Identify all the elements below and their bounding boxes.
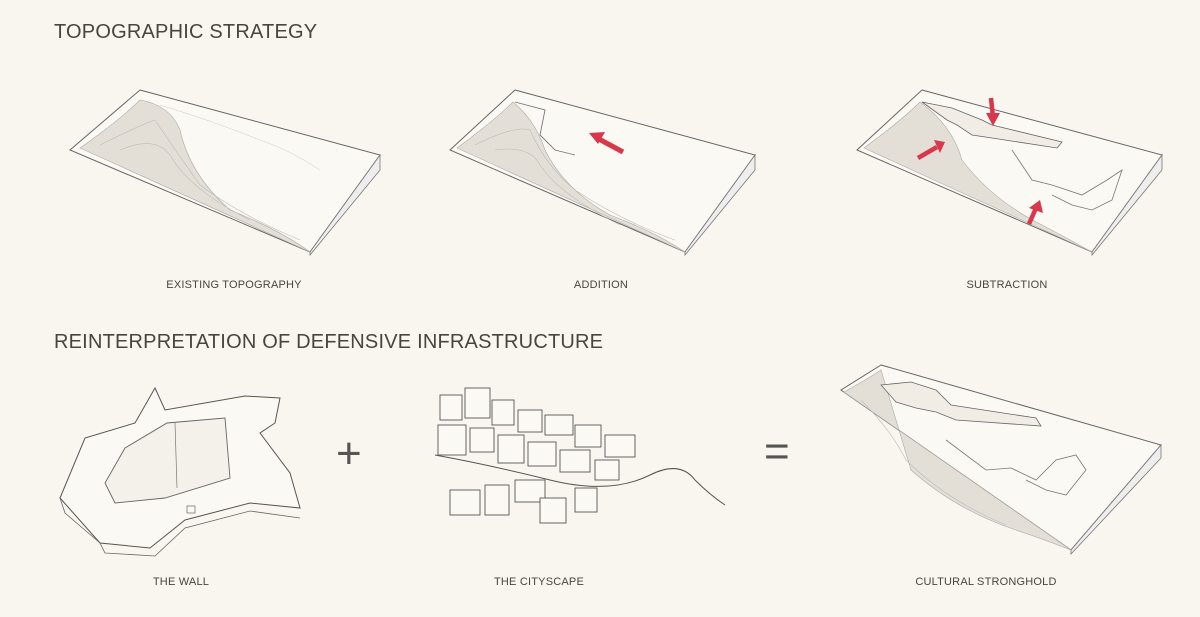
caption-the-cityscape: THE CITYSCAPE	[493, 576, 584, 588]
section-title-topographic-strategy: TOPOGRAPHIC STRATEGY	[54, 21, 318, 43]
plus-operator: +	[336, 429, 362, 478]
caption-existing-topography: EXISTING TOPOGRAPHY	[166, 279, 302, 291]
caption-cultural-stronghold: CULTURAL STRONGHOLD	[915, 576, 1057, 588]
caption-addition: ADDITION	[573, 279, 629, 291]
caption-the-wall: THE WALL	[152, 576, 210, 588]
cultural-stronghold-diagram	[840, 364, 1162, 556]
section-title-defensive-infrastructure: REINTERPRETATION OF DEFENSIVE INFRASTRUC…	[54, 331, 604, 353]
subtraction-arrow-bottom	[1026, 207, 1039, 225]
the-wall-diagram	[59, 386, 301, 557]
existing-topography-diagram	[69, 89, 381, 257]
caption-subtraction: SUBTRACTION	[966, 279, 1048, 291]
subtraction-arrow-left	[916, 145, 939, 160]
subtraction-diagram	[856, 89, 1163, 257]
addition-arrow	[595, 135, 625, 155]
the-cityscape-diagram	[434, 387, 726, 524]
addition-diagram	[449, 89, 756, 257]
equals-operator: =	[764, 427, 790, 476]
